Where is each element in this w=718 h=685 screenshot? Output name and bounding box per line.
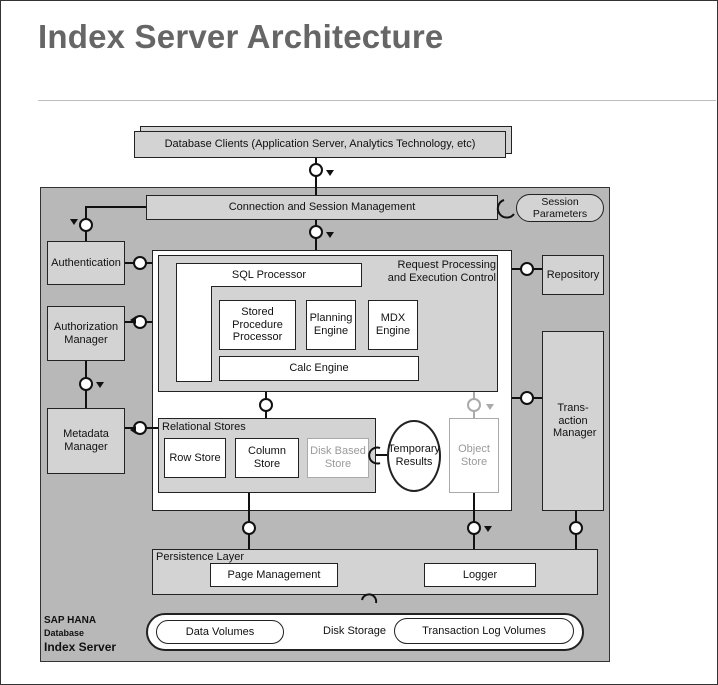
authorization-manager-box: Authorization Manager (47, 306, 125, 361)
transaction-manager-label: Trans- action Manager (553, 402, 597, 440)
authentication-label: Authentication (51, 256, 121, 269)
column-store-box: Column Store (235, 438, 299, 478)
disk-based-store-box: Disk Based Store (307, 438, 369, 478)
title-divider (38, 100, 716, 101)
authorization-manager-label: Authorization Manager (53, 320, 119, 346)
planning-engine-box: Planning Engine (306, 300, 356, 350)
object-store-label: Object Store (458, 442, 490, 468)
stored-procedure-box: Stored Procedure Processor (219, 300, 296, 350)
connection-session-label: Connection and Session Management (228, 201, 416, 214)
planning-engine-label: Planning Engine (309, 312, 353, 337)
temporary-results-oval: Temporary Results (387, 420, 441, 492)
object-store-box: Object Store (449, 418, 499, 493)
page-management-label: Page Management (227, 568, 321, 581)
calc-engine-box: Calc Engine (219, 356, 419, 381)
mdx-engine-box: MDX Engine (368, 300, 418, 350)
persistence-layer-label: Persistence Layer (156, 551, 245, 563)
mdx-engine-label: MDX Engine (375, 312, 411, 337)
repository-box: Repository (542, 255, 604, 295)
logger-label: Logger (462, 568, 498, 581)
hana-label-line-3: Index Server (44, 640, 117, 654)
relational-stores-label: Relational Stores (162, 421, 246, 433)
row-store-label: Row Store (169, 451, 221, 464)
data-volumes-box: Data Volumes (156, 620, 284, 644)
page-management-box: Page Management (210, 563, 338, 587)
sql-processor-box: SQL Processor (176, 263, 362, 287)
authentication-box: Authentication (47, 241, 125, 285)
transaction-manager-box: Trans- action Manager (542, 331, 604, 511)
request-processing-label: Request Processing and Execution Control (387, 259, 496, 284)
session-parameters-label: Session Parameters (532, 195, 588, 220)
transaction-log-volumes-box: Transaction Log Volumes (394, 618, 574, 644)
database-clients-label: Database Clients (Application Server, An… (164, 138, 476, 151)
metadata-manager-box: Metadata Manager (47, 408, 125, 474)
disk-storage-label: Disk Storage (323, 625, 386, 637)
transaction-log-volumes-label: Transaction Log Volumes (422, 624, 546, 637)
disk-based-store-label: Disk Based Store (310, 445, 366, 470)
logger-box: Logger (424, 563, 536, 587)
session-parameters-box: Session Parameters (516, 194, 604, 222)
metadata-manager-label: Metadata Manager (63, 428, 109, 453)
data-volumes-label: Data Volumes (185, 625, 255, 638)
temporary-results-label: Temporary Results (388, 443, 440, 468)
row-store-box: Row Store (164, 438, 226, 478)
database-clients-box: Database Clients (Application Server, An… (134, 131, 506, 158)
stored-procedure-label: Stored Procedure Processor (232, 306, 283, 344)
column-store-label: Column Store (248, 445, 286, 470)
calc-engine-label: Calc Engine (289, 362, 349, 375)
sql-processor-stem (176, 286, 212, 382)
hana-label-line-1: SAP HANA (44, 615, 97, 626)
repository-label: Repository (546, 268, 600, 281)
hana-label-line-2: Database (44, 628, 85, 638)
sql-processor-label: SQL Processor (231, 268, 307, 281)
page-title: Index Server Architecture (38, 18, 444, 55)
connection-session-box: Connection and Session Management (146, 195, 498, 220)
